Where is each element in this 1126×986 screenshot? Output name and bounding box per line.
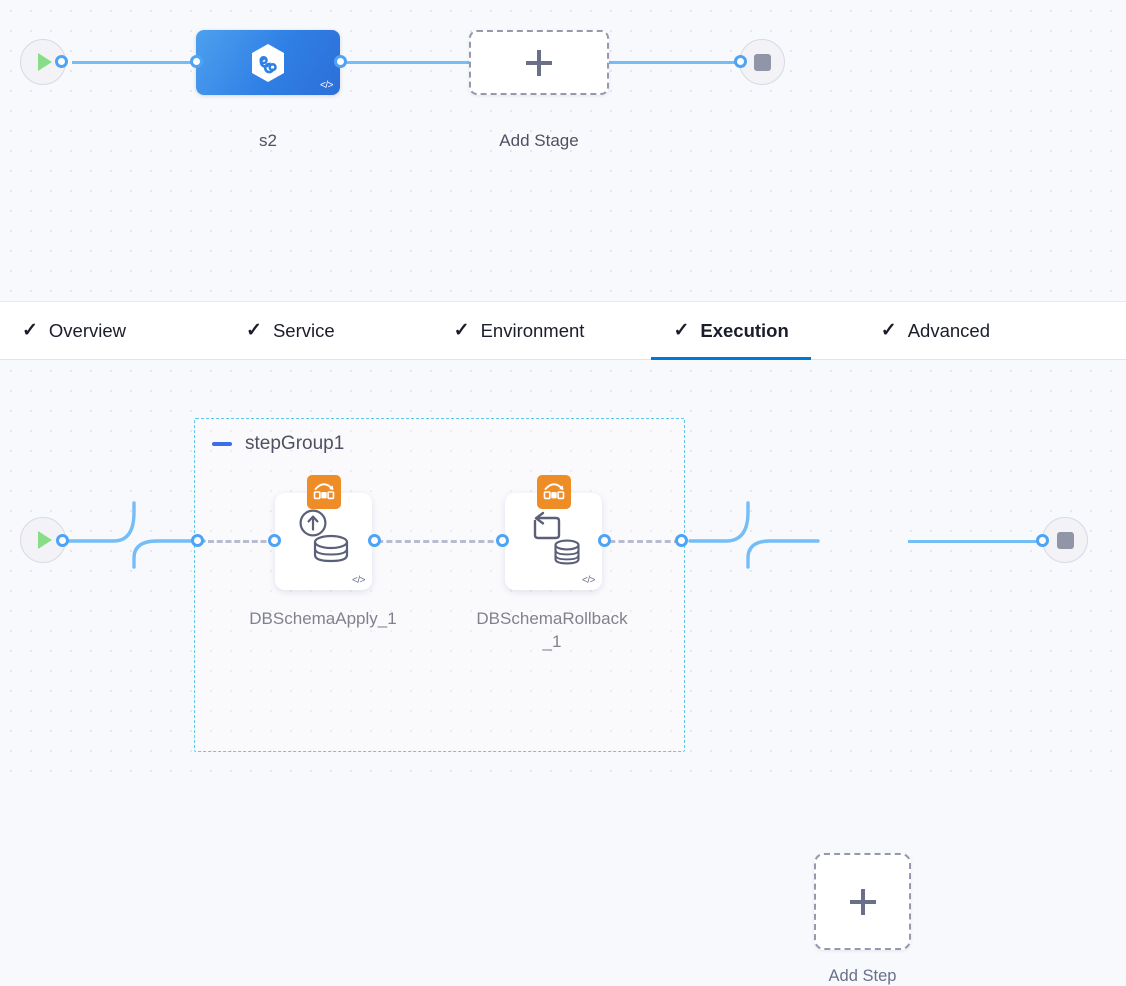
stage-code-badge[interactable]: </> — [320, 80, 333, 91]
start-node-output-port[interactable] — [55, 55, 68, 68]
add-step-button[interactable] — [814, 853, 911, 950]
harness-db-devops-icon — [536, 475, 571, 509]
play-icon — [38, 53, 52, 71]
stop-node-input-port[interactable] — [734, 55, 747, 68]
tab-overview[interactable]: ✓ Overview — [0, 301, 148, 360]
play-icon — [38, 531, 52, 549]
step-node-dbschemarollback[interactable]: </> — [505, 475, 602, 590]
step2-input-port[interactable] — [496, 534, 509, 547]
execution-canvas[interactable]: stepGroup1 — [0, 360, 1126, 985]
step-node-label: DBSchemaRollback_1 — [476, 609, 628, 651]
tab-overview-label: Overview — [48, 319, 127, 341]
tab-advanced-label: Advanced — [907, 319, 990, 341]
connector-step2-to-groupexit — [600, 540, 680, 543]
execution-stop-input-port[interactable] — [1036, 534, 1049, 547]
tab-service-label: Service — [272, 319, 335, 341]
plus-icon — [849, 888, 876, 915]
step1-input-port[interactable] — [268, 534, 281, 547]
stage-output-port[interactable] — [334, 55, 347, 68]
connector-addstage-to-stop — [606, 61, 746, 64]
tab-execution[interactable]: ✓ Execution — [651, 301, 812, 360]
tab-execution-label: Execution — [700, 319, 789, 341]
stage-node-s2[interactable]: </> — [196, 30, 340, 95]
harness-cd-hexagon-icon — [252, 43, 284, 82]
harness-db-devops-icon — [306, 475, 341, 509]
connector-step1-to-step2 — [368, 540, 512, 543]
check-icon: ✓ — [246, 320, 262, 341]
step-node-dbschemaapply[interactable]: </> — [275, 475, 372, 590]
check-icon: ✓ — [673, 320, 690, 341]
tab-environment[interactable]: ✓ Environment — [432, 301, 607, 360]
check-icon: ✓ — [22, 320, 38, 341]
tab-environment-label: Environment — [480, 319, 585, 341]
tab-service[interactable]: ✓ Service — [224, 301, 357, 360]
step1-output-port[interactable] — [368, 534, 381, 547]
step-code-badge[interactable]: </> — [582, 575, 595, 586]
add-step-label: Add Step — [828, 967, 897, 985]
exec-start-output-port[interactable] — [56, 534, 69, 547]
check-icon: ✓ — [453, 320, 470, 341]
plus-icon — [526, 49, 552, 76]
stage-input-port[interactable] — [190, 55, 203, 68]
check-icon: ✓ — [880, 320, 897, 341]
add-stage-label: Add Stage — [499, 131, 579, 150]
group-entry-port[interactable] — [191, 534, 204, 547]
connector-start-to-group — [60, 501, 206, 569]
stop-icon — [1056, 531, 1074, 549]
connector-start-to-stage — [72, 61, 202, 64]
group-exit-port[interactable] — [675, 534, 688, 547]
database-upload-icon — [275, 501, 372, 583]
connector-addstep-to-stop — [908, 540, 1048, 543]
database-rollback-icon — [505, 501, 602, 583]
connector-group-to-addstep — [688, 501, 820, 569]
step-code-badge[interactable]: </> — [352, 575, 365, 586]
connector-stage-to-addstage — [338, 61, 473, 64]
connector-group-to-step1 — [208, 540, 284, 543]
execution-stop-node[interactable] — [1042, 517, 1088, 563]
step-group-title: stepGroup1 — [245, 433, 345, 454]
step-node-label: DBSchemaApply_1 — [249, 609, 397, 628]
stage-canvas[interactable]: </> s2 Add Stage — [0, 0, 1126, 301]
minus-icon[interactable] — [212, 442, 232, 446]
stage-config-tab-bar: ✓ Overview ✓ Service ✓ Environment ✓ Exe… — [0, 301, 1126, 360]
stage-node-label: s2 — [259, 131, 277, 150]
stop-icon — [753, 53, 771, 71]
add-stage-button[interactable] — [469, 30, 609, 95]
tab-advanced[interactable]: ✓ Advanced — [859, 301, 1012, 360]
step-group-header: stepGroup1 — [212, 433, 344, 455]
step2-output-port[interactable] — [598, 534, 611, 547]
step-group-container[interactable] — [194, 418, 685, 752]
